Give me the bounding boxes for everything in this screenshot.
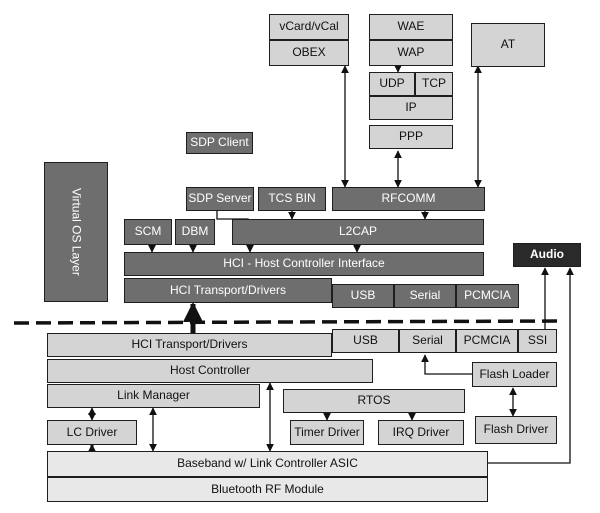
irq-driver-box: IRQ Driver bbox=[378, 420, 464, 445]
rtos-label: RTOS bbox=[357, 393, 391, 408]
rf-module-label: Bluetooth RF Module bbox=[211, 481, 324, 496]
timer-driver-label: Timer Driver bbox=[294, 424, 360, 439]
vcard-vcal-box: vCard/vCal bbox=[269, 14, 349, 40]
ip-box: IP bbox=[369, 96, 453, 120]
tcp-box: TCP bbox=[415, 72, 453, 96]
at-box: AT bbox=[471, 23, 545, 67]
timer-driver-box: Timer Driver bbox=[290, 420, 364, 445]
l2cap-box: L2CAP bbox=[232, 219, 484, 245]
ppp-box: PPP bbox=[369, 125, 453, 149]
upper-serial-label: Serial bbox=[409, 288, 441, 303]
hci-box: HCI - Host Controller Interface bbox=[124, 252, 484, 276]
tcs-bin-box: TCS BIN bbox=[258, 187, 326, 211]
lower-usb-label: USB bbox=[353, 333, 378, 348]
upper-pcmcia-label: PCMCIA bbox=[464, 288, 511, 303]
vcard-vcal-label: vCard/vCal bbox=[279, 19, 339, 34]
lower-pcmcia-box: PCMCIA bbox=[456, 329, 518, 353]
dbm-box: DBM bbox=[175, 219, 215, 245]
upper-pcmcia-box: PCMCIA bbox=[456, 284, 519, 308]
arrow-flashloader-serial bbox=[421, 354, 472, 375]
ssi-label: SSI bbox=[527, 333, 548, 348]
udp-box: UDP bbox=[369, 72, 415, 96]
obex-box: OBEX bbox=[269, 40, 349, 66]
upper-serial-box: Serial bbox=[394, 284, 456, 308]
tcp-label: TCP bbox=[422, 76, 446, 91]
arrow-baseband-audio bbox=[488, 267, 574, 464]
ppp-label: PPP bbox=[398, 129, 423, 144]
upper-hci-transport-box: HCI Transport/Drivers bbox=[124, 278, 332, 303]
host-controller-separator bbox=[13, 319, 563, 325]
baseband-label: Baseband w/ Link Controller ASIC bbox=[177, 456, 358, 471]
lower-hci-transport-label: HCI Transport/Drivers bbox=[131, 337, 248, 352]
dbm-label: DBM bbox=[181, 224, 209, 239]
flash-loader-box: Flash Loader bbox=[472, 362, 557, 387]
audio-box: Audio bbox=[513, 243, 581, 267]
hci-label: HCI - Host Controller Interface bbox=[223, 256, 385, 271]
irq-driver-label: IRQ Driver bbox=[392, 424, 450, 439]
wap-box: WAP bbox=[369, 40, 453, 66]
rfcomm-label: RFCOMM bbox=[381, 191, 436, 206]
lower-pcmcia-label: PCMCIA bbox=[463, 333, 511, 348]
flash-loader-label: Flash Loader bbox=[479, 366, 550, 381]
host-controller-box: Host Controller bbox=[47, 359, 373, 383]
ip-label: IP bbox=[405, 100, 417, 115]
scm-label: SCM bbox=[134, 224, 162, 239]
sdp-server-box: SDP Server bbox=[186, 187, 254, 211]
wae-box: WAE bbox=[369, 14, 453, 40]
at-label: AT bbox=[500, 37, 516, 52]
rfcomm-box: RFCOMM bbox=[332, 187, 485, 211]
lc-driver-box: LC Driver bbox=[47, 420, 137, 445]
baseband-box: Baseband w/ Link Controller ASIC bbox=[47, 451, 488, 477]
tcs-bin-label: TCS BIN bbox=[268, 191, 316, 206]
sdp-client-box: SDP Client bbox=[186, 132, 253, 154]
ssi-box: SSI bbox=[518, 329, 557, 353]
upper-usb-label: USB bbox=[350, 288, 376, 303]
host-controller-label: Host Controller bbox=[169, 363, 251, 378]
link-manager-box: Link Manager bbox=[47, 384, 260, 408]
wae-label: WAE bbox=[397, 19, 425, 34]
l2cap-label: L2CAP bbox=[338, 224, 378, 239]
wap-label: WAP bbox=[397, 45, 425, 60]
rf-module-box: Bluetooth RF Module bbox=[47, 477, 488, 502]
virtual-os-layer-label: Virtual OS Layer bbox=[69, 188, 84, 276]
audio-label: Audio bbox=[530, 247, 564, 262]
lc-driver-label: LC Driver bbox=[66, 424, 118, 439]
flash-driver-box: Flash Driver bbox=[475, 416, 557, 444]
obex-label: OBEX bbox=[292, 45, 326, 60]
flash-driver-label: Flash Driver bbox=[483, 422, 549, 437]
lower-hci-transport-box: HCI Transport/Drivers bbox=[47, 333, 332, 357]
udp-label: UDP bbox=[379, 76, 405, 91]
lower-serial-box: Serial bbox=[399, 329, 456, 353]
scm-box: SCM bbox=[124, 219, 172, 245]
link-manager-label: Link Manager bbox=[117, 388, 190, 403]
virtual-os-layer-box: Virtual OS Layer bbox=[44, 162, 108, 302]
upper-hci-transport-label: HCI Transport/Drivers bbox=[169, 282, 287, 297]
rtos-box: RTOS bbox=[283, 389, 465, 413]
sdp-client-label: SDP Client bbox=[190, 135, 249, 150]
upper-usb-box: USB bbox=[332, 284, 394, 308]
lower-serial-label: Serial bbox=[412, 333, 443, 348]
lower-usb-box: USB bbox=[332, 329, 399, 353]
sdp-server-label: SDP Server bbox=[188, 191, 252, 206]
